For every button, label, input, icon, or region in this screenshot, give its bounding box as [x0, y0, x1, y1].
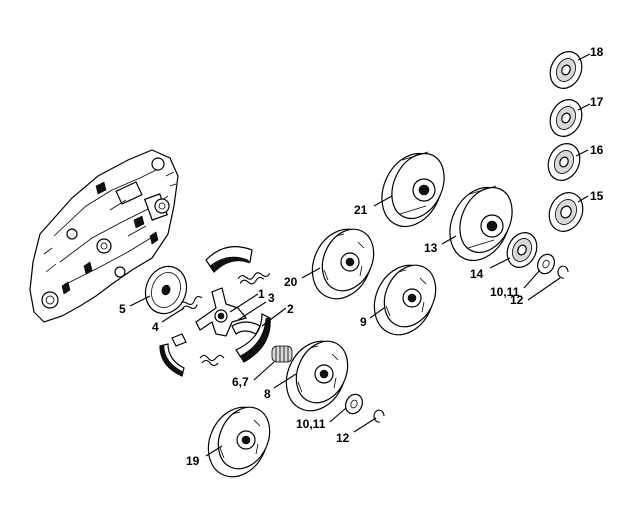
clutch-drum-8 [285, 340, 349, 412]
washer-10-11-upper [537, 253, 555, 275]
clutch-spring-upper [237, 272, 271, 285]
label-part-15: 15 [590, 189, 604, 203]
label-part-13: 13 [424, 241, 438, 255]
label-part-4: 4 [152, 320, 159, 334]
clutch-shoe-upper [205, 246, 253, 273]
label-part-6-7: 6,7 [232, 375, 249, 389]
label-part-14: 14 [470, 267, 484, 281]
label-part-12-lower: 12 [336, 431, 350, 445]
clutch-spring-lower [199, 354, 225, 367]
rim-sprocket-14 [506, 232, 538, 268]
part-labels: 1 2 3 4 5 6,7 8 9 10,11 10,11 12 12 13 1… [119, 45, 604, 468]
leader-lines [129, 53, 591, 457]
label-part-12-upper: 12 [510, 293, 524, 307]
clutch-drum-13 [449, 185, 513, 262]
rim-sprocket-18 [549, 51, 583, 89]
label-part-21: 21 [354, 203, 368, 217]
clutch-shoe-right [235, 313, 271, 363]
washer-5 [144, 265, 188, 315]
clutch-shoe-mid [231, 321, 261, 335]
label-part-18: 18 [590, 45, 604, 59]
needle-cage-6-7 [271, 345, 293, 363]
label-part-2: 2 [287, 302, 294, 316]
e-clip-12-lower [373, 409, 385, 423]
clutch-drum-19 [207, 406, 271, 478]
clutch-shoe-left [159, 333, 187, 377]
label-part-1: 1 [258, 287, 265, 301]
rim-sprocket-15 [548, 192, 584, 232]
label-part-20: 20 [284, 275, 298, 289]
rim-sprocket-17 [549, 99, 583, 137]
label-part-9: 9 [360, 315, 367, 329]
crankcase-housing [29, 149, 179, 323]
label-part-16: 16 [590, 143, 604, 157]
washer-10-11-lower [345, 393, 363, 415]
rim-sprocket-16 [547, 143, 581, 181]
clutch-drum-21 [381, 151, 445, 228]
clutch-carrier [195, 287, 248, 337]
clutch-drum-20 [311, 228, 375, 300]
label-part-10-11-lower: 10,11 [296, 417, 326, 431]
label-part-19: 19 [186, 454, 200, 468]
clutch-drum-9 [373, 264, 437, 336]
label-part-8: 8 [264, 387, 271, 401]
label-part-3: 3 [268, 291, 275, 305]
label-part-5: 5 [119, 302, 126, 316]
label-part-17: 17 [590, 95, 604, 109]
label-part-10-11-upper: 10,11 [490, 285, 520, 299]
e-clip-12-upper [557, 265, 569, 279]
